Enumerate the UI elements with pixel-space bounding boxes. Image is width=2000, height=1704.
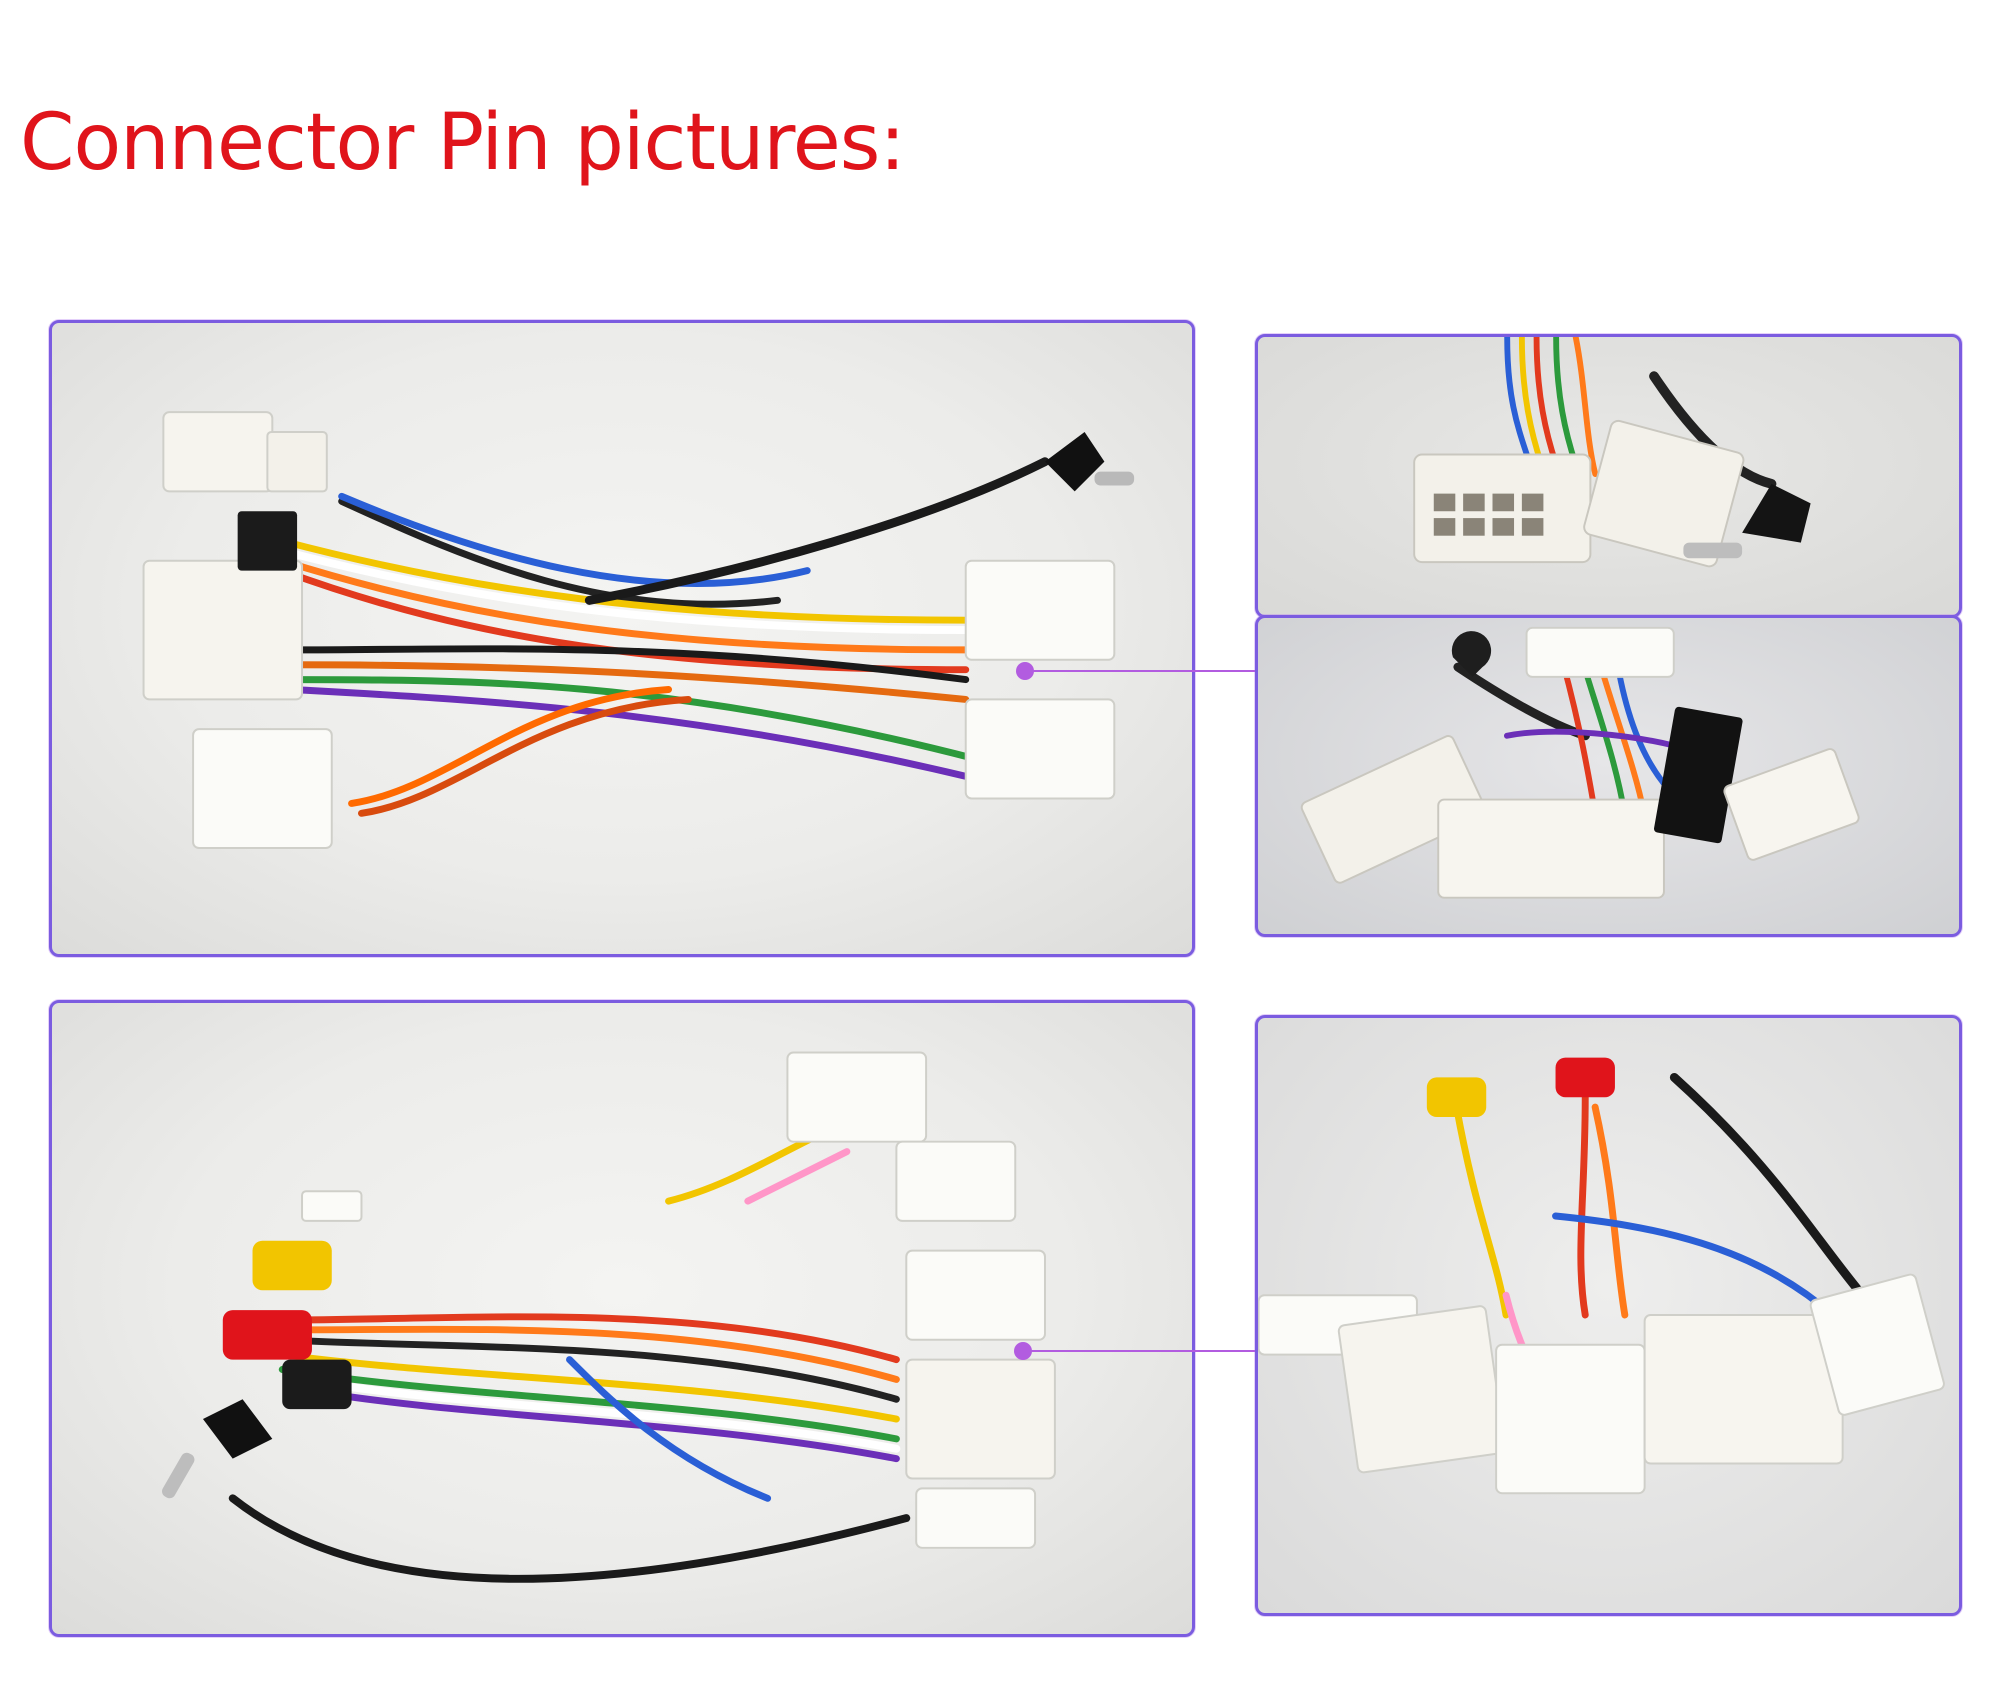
connectors-closeup-top: [1255, 334, 1962, 618]
harness-photo-top-left: [49, 320, 1195, 957]
harness-illustration-bottom: [162, 1051, 1056, 1583]
closeup-illustration-top: [1413, 337, 1811, 568]
page-title: Connector Pin pictures:: [20, 98, 906, 188]
harness-illustration: [142, 411, 1135, 849]
closeup-illustration-bottom: [1300, 626, 1860, 899]
harness-photo-bottom-left: [49, 1000, 1195, 1637]
connectors-closeup-right: [1255, 1015, 1962, 1616]
connectors-closeup-bottom: [1255, 615, 1962, 937]
closeup-illustration-right: [1258, 1057, 1945, 1495]
